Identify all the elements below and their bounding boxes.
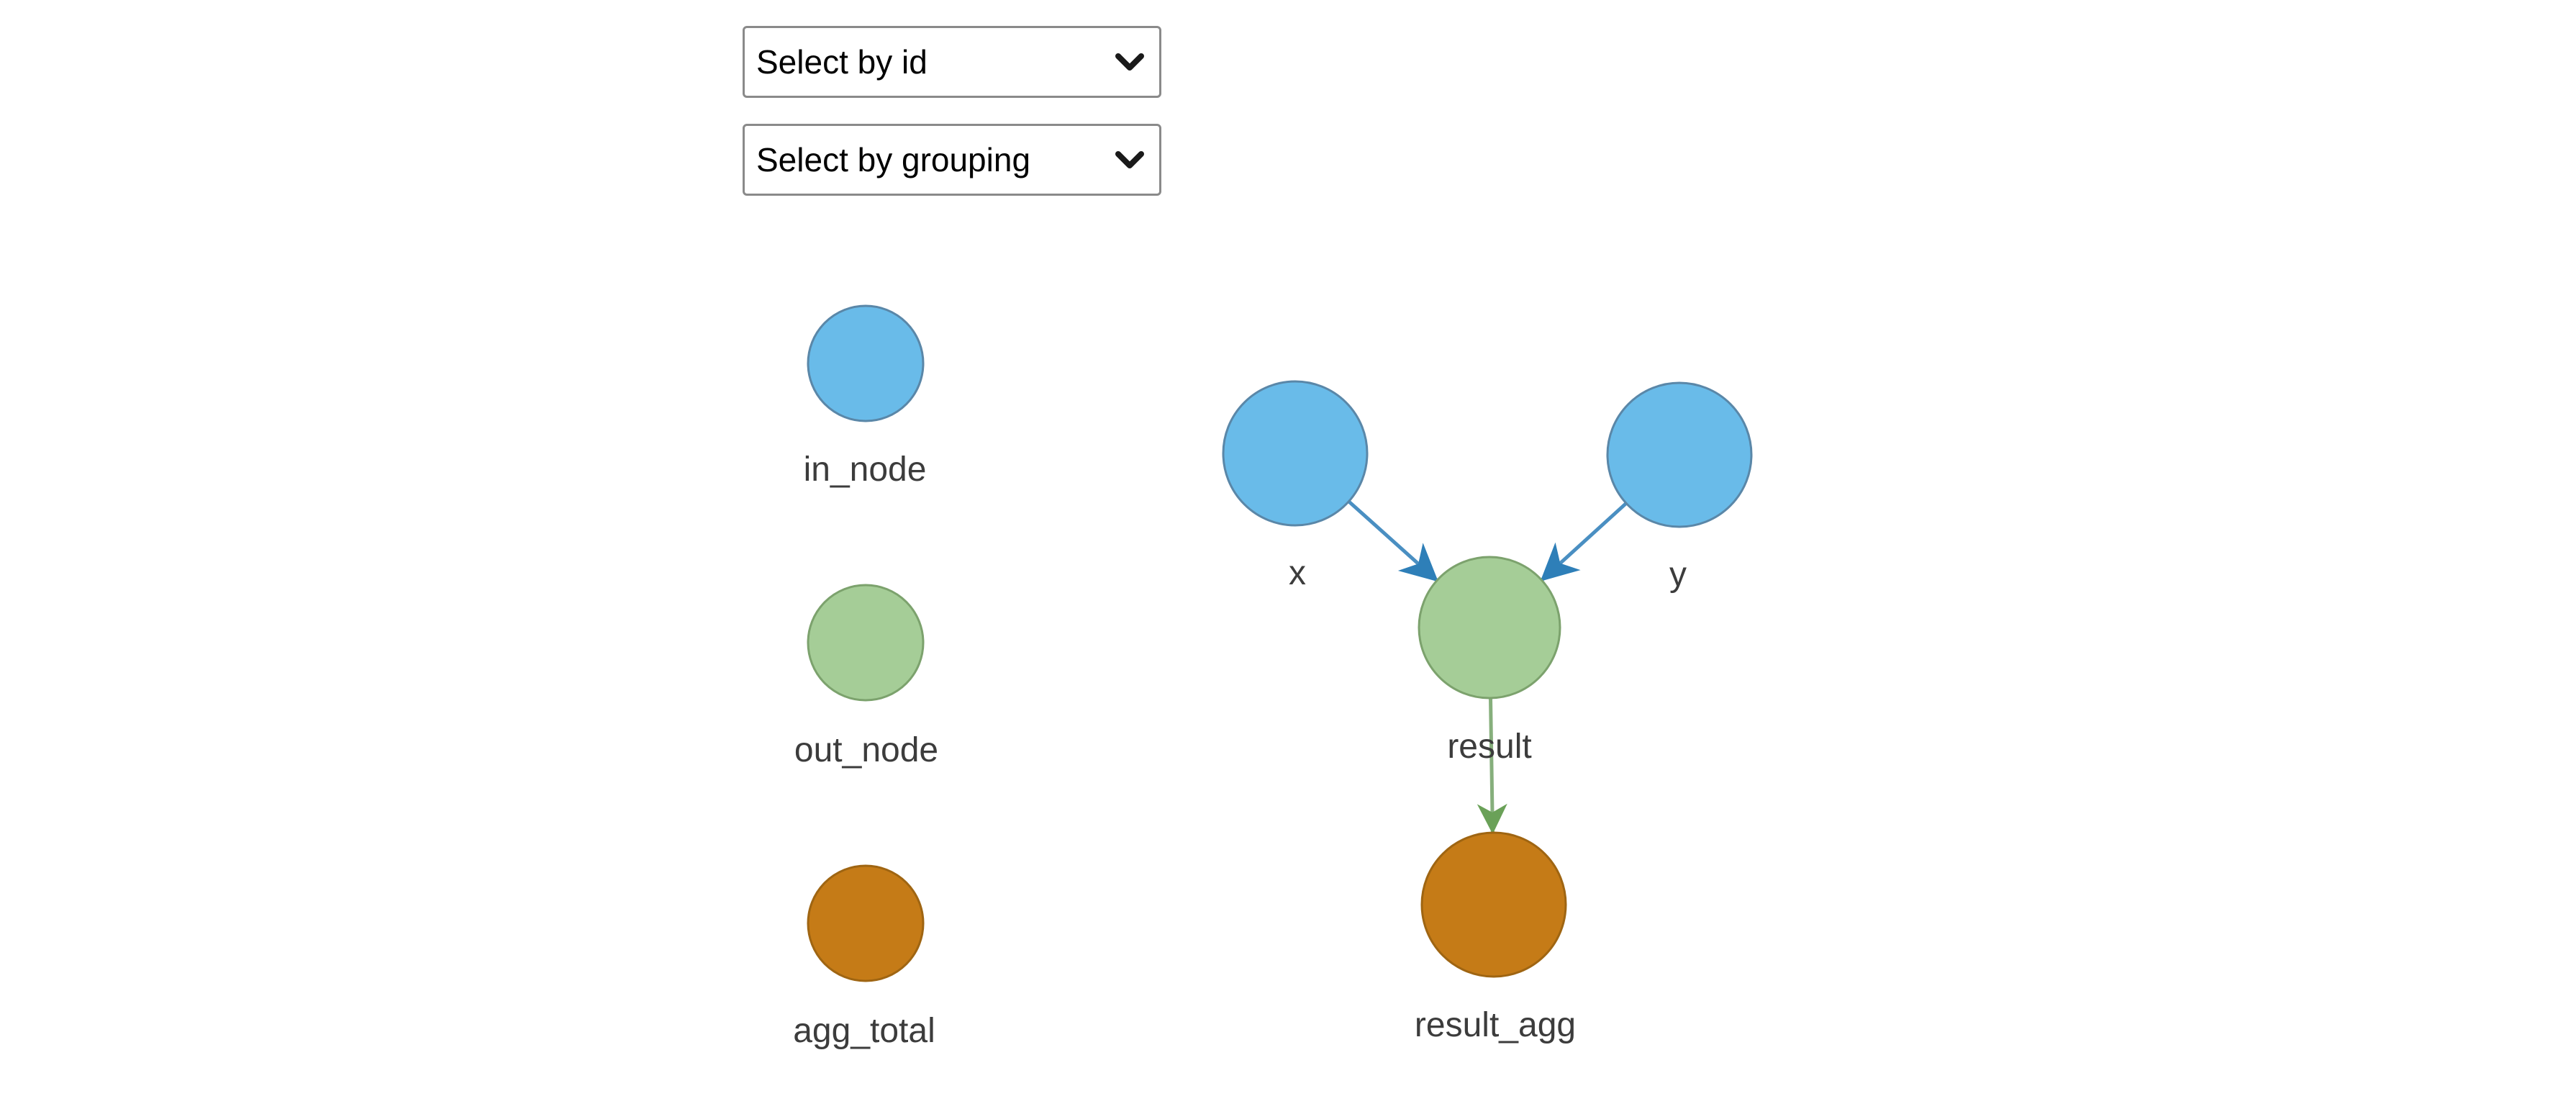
select-by-id-dropdown[interactable]: Select by id (743, 26, 1161, 98)
graph-node-y[interactable] (1606, 381, 1753, 528)
legend-swatch-out-node (807, 584, 925, 702)
graph-node-result-agg[interactable] (1420, 831, 1567, 978)
graph-node-label-result-agg: result_agg (1415, 1006, 1576, 1044)
select-by-id-wrapper: Select by id (743, 26, 1161, 98)
graph-node-label-result: result (1447, 728, 1531, 766)
edge-y-to-result (1540, 502, 1628, 581)
graph-node-x[interactable] (1222, 380, 1369, 527)
graph-node-result[interactable] (1418, 556, 1561, 700)
edge-x-to-result (1347, 499, 1438, 582)
legend-swatch-agg-total (807, 864, 925, 982)
select-by-grouping-wrapper: Select by grouping (743, 124, 1161, 196)
graph-node-label-x: x (1289, 554, 1306, 592)
legend-label-agg-total: agg_total (793, 1012, 935, 1050)
graph-node-label-y: y (1669, 556, 1687, 594)
select-by-grouping-dropdown[interactable]: Select by grouping (743, 124, 1161, 196)
legend-label-out-node: out_node (794, 731, 938, 769)
legend-swatch-in-node (807, 304, 925, 422)
edge-result-to-result-agg (1477, 697, 1507, 835)
legend-label-in-node: in_node (804, 451, 927, 489)
